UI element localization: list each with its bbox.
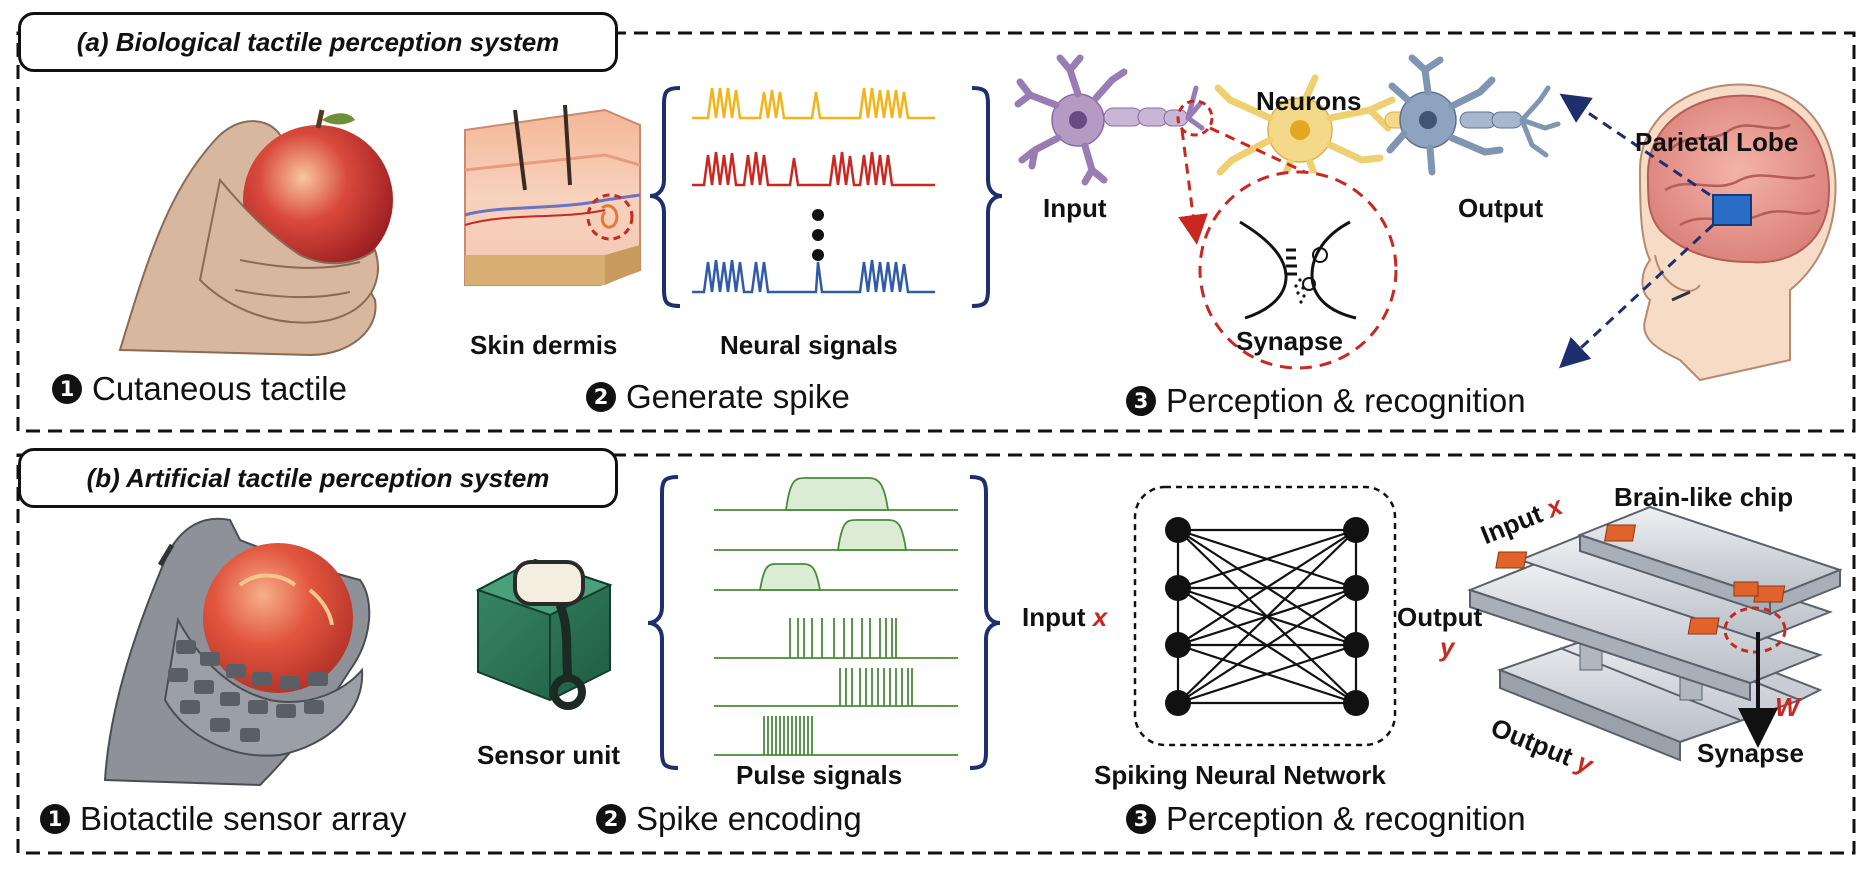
input-neuron-label: Input [1043,193,1107,223]
hand-apple-illustration [118,109,393,357]
synapse-zoom-circle [1198,170,1398,370]
output-neuron-label: Output [1458,193,1544,223]
snn-label: Spiking Neural Network [1094,760,1386,790]
synapse-drawing [1239,220,1357,320]
snn-nodes [1165,517,1369,716]
ellipsis-dot [812,209,824,221]
neural-signals-brace-left [649,86,681,308]
skin-dermis-illustration [464,104,641,286]
pulse-signals-brace-right [969,475,1001,770]
panel-b-border [16,453,1856,855]
step-number-badge: 3 [1126,386,1156,416]
ellipsis-dot [812,229,824,241]
panel-a-border [16,31,1856,433]
panel-b-step-2: 2 Spike encoding [596,800,862,838]
panel-a-title: (a) Biological tactile perception system [18,12,618,72]
panel-b-step-3: 3 Perception & recognition [1126,800,1526,838]
snn-output-label: Output [1397,602,1483,632]
snn-box [1133,485,1397,747]
synapse-highlight-small [1176,99,1214,137]
chip-synapse-highlight [1723,606,1787,654]
snn-input-var: x [1092,602,1108,632]
step-label: Generate spike [626,378,850,415]
panel-a-step-2: 2 Generate spike [586,378,850,416]
step-label: Perception & recognition [1166,800,1526,837]
step-number-badge: 3 [1126,804,1156,834]
step-number-badge: 2 [586,382,616,412]
synapse-label: Synapse [1236,326,1343,356]
neurons-chain [1014,54,1561,202]
step-label: Perception & recognition [1166,382,1526,419]
step-number-badge: 2 [596,804,626,834]
weight-label: W [1775,692,1800,722]
panel-b-step-1: 1 Biotactile sensor array [40,800,406,838]
neural-signals-brace-right [971,86,1003,308]
gloved-hand-illustration [103,517,371,787]
pulse-signals-label: Pulse signals [736,760,903,790]
panel-b-title: (b) Artificial tactile perception system [18,448,618,508]
pulse-signals [714,477,958,756]
neurons-label: Neurons [1256,86,1362,116]
sensor-unit-label: Sensor unit [477,740,621,770]
parietal-lobe-label: Parietal Lobe [1635,127,1799,157]
neural-signals-label: Neural signals [720,330,898,360]
step-label: Spike encoding [636,800,862,837]
neural-signal-yellow [692,87,935,120]
snn-connections [1176,528,1358,705]
pulse-signals-brace-left [647,475,679,770]
ellipsis-dot [812,249,824,261]
sensor-unit-illustration [475,558,613,710]
chip-label: Brain-like chip [1614,482,1794,512]
snn-output-var: y [1440,632,1455,662]
crossbar-chip [1467,505,1843,762]
step-label: Biotactile sensor array [80,800,407,837]
neural-signal-red [692,151,935,187]
snn-input-label: Input x [1022,602,1107,633]
neural-signal-blue [692,259,935,294]
chip-synapse-label: Synapse [1697,738,1804,768]
step-number-badge: 1 [52,374,82,404]
panel-a-step-1: 1 Cutaneous tactile [52,370,347,408]
parietal-lobe-marker [1712,194,1752,226]
step-number-badge: 1 [40,804,70,834]
panel-a-step-3: 3 Perception & recognition [1126,382,1526,420]
snn-input-text: Input [1022,602,1086,632]
step-label: Cutaneous tactile [92,370,347,407]
skin-dermis-label: Skin dermis [470,330,618,360]
head-brain-illustration [1638,83,1837,382]
